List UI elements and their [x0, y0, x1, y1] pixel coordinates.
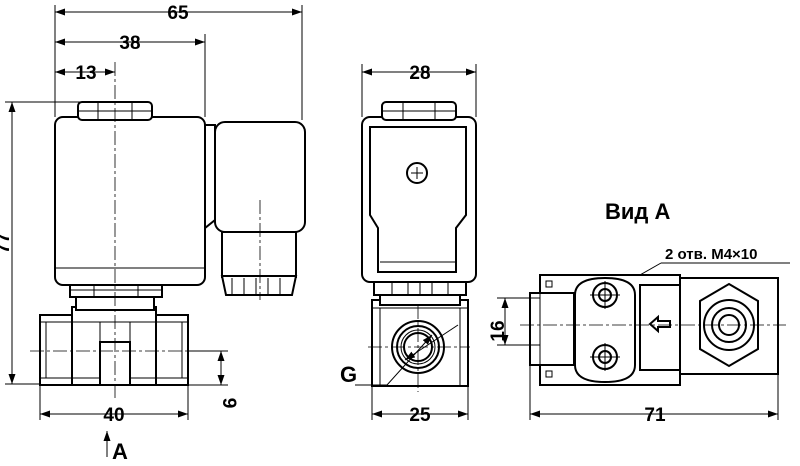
- dim-65-label: 65: [167, 3, 189, 24]
- dim-25-label: 25: [409, 405, 431, 426]
- view-a-dimensions: [497, 297, 779, 420]
- view-a-inlet-port: [529, 292, 575, 366]
- view-a-mount-flange: [574, 276, 636, 384]
- dim-71-label: 71: [644, 405, 666, 426]
- dim-9-label: 9: [218, 398, 239, 409]
- dim-28-label: 28: [409, 63, 430, 84]
- side-screw: [406, 162, 428, 184]
- front-body: [39, 306, 189, 386]
- front-connector: [204, 121, 306, 300]
- dim-77-label: 77: [0, 232, 14, 253]
- dim-40-label: 40: [103, 405, 124, 426]
- side-view: [361, 101, 477, 392]
- corner-mark: [545, 370, 553, 378]
- view-a-title: Вид А: [605, 199, 670, 224]
- thread-label: G: [340, 362, 357, 387]
- front-armature-nut: [69, 282, 163, 311]
- front-view: [30, 62, 306, 398]
- dim-16-label: 16: [488, 320, 509, 341]
- mounting-hole-bottom: [590, 343, 620, 371]
- flow-direction-icon: [648, 314, 671, 334]
- front-coil: [54, 116, 206, 286]
- front-dimensions: [5, 5, 303, 457]
- view-a: [520, 274, 786, 386]
- side-top-nut: [381, 101, 457, 121]
- side-dimensions: [355, 64, 477, 420]
- view-arrow-label: А: [112, 439, 128, 461]
- dim-38-label: 38: [119, 33, 140, 54]
- mounting-hole-top: [590, 281, 620, 309]
- side-connector-face: [369, 126, 467, 273]
- holes-note: 2 отв. М4×10: [665, 246, 757, 263]
- corner-mark: [545, 280, 553, 288]
- dim-13-label: 13: [75, 63, 96, 84]
